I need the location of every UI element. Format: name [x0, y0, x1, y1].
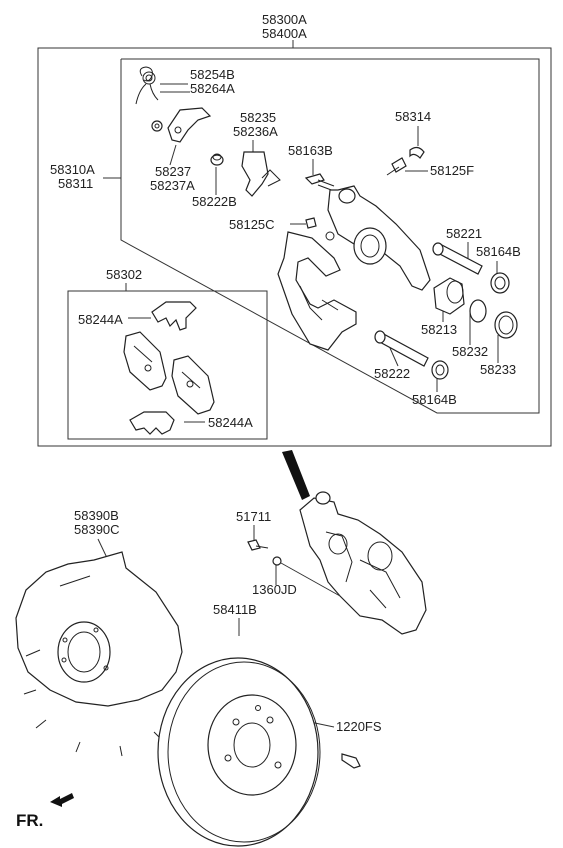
screw-58125C [305, 217, 317, 229]
piston-58213 [433, 277, 465, 315]
label-58125C: 58125C [229, 217, 275, 232]
label-51711: 51711 [236, 509, 271, 524]
boot-58164B-upper [490, 272, 510, 294]
label-58232: 58232 [452, 344, 488, 359]
pad-clip-lower [129, 411, 175, 435]
label-58125F: 58125F [430, 163, 474, 178]
guide-pin-58221 [432, 242, 483, 275]
label-58411B: 58411B [213, 602, 257, 617]
caliper-assembly-box [37, 40, 552, 447]
assembled-caliper [299, 491, 427, 635]
bolt-58163B [304, 173, 335, 192]
label-58163B: 58163B [288, 143, 333, 158]
label-58221: 58221 [446, 226, 482, 241]
front-arrow-icon [50, 793, 74, 807]
dust-shield-58390B [15, 551, 183, 757]
label-1220FS: 1220FS [336, 719, 382, 734]
spring-58254B [135, 66, 159, 105]
brake-pad-right [171, 355, 215, 415]
label-58235: 58235 [240, 110, 276, 125]
label-58254B: 58254B [190, 67, 235, 82]
seal-58232 [469, 299, 487, 323]
front-direction-label: FR. [16, 811, 43, 830]
label-58213: 58213 [421, 322, 457, 337]
caliper-housing [325, 185, 431, 291]
screw-1220FS [341, 753, 361, 769]
caliper-bracket [277, 231, 357, 351]
label-58164B-upper: 58164B [476, 244, 521, 259]
boot-58233 [494, 311, 518, 339]
label-58400A: 58400A [262, 26, 307, 41]
label-58237A: 58237A [150, 178, 195, 193]
pad-clip-upper [151, 301, 197, 331]
label-58310A: 58310A [50, 162, 95, 177]
guide-pin-58222 [374, 330, 429, 367]
label-58264A: 58264A [190, 81, 235, 96]
boot-58164B-lower [431, 360, 449, 380]
label-58236A: 58236A [233, 124, 278, 139]
label-58222: 58222 [374, 366, 410, 381]
bleeder-58125F [386, 157, 407, 176]
nut-58237 [151, 120, 163, 132]
label-1360JD: 1360JD [252, 582, 297, 597]
label-58222B: 58222B [192, 194, 237, 209]
bracket-58235 [241, 151, 281, 197]
label-58244A-upper: 58244A [78, 312, 123, 327]
label-58233: 58233 [480, 362, 516, 377]
cap-58222B [210, 153, 224, 166]
bolt-51711 [247, 539, 269, 551]
label-58314: 58314 [395, 109, 431, 124]
assembly-arrow [282, 450, 310, 500]
label-58390C: 58390C [74, 522, 120, 537]
label-58244A-lower: 58244A [208, 415, 253, 430]
cap-58314 [409, 146, 425, 159]
washer-1360JD [272, 556, 282, 566]
label-58164B-lower: 58164B [412, 392, 457, 407]
label-58302: 58302 [106, 267, 142, 282]
brake-pad-left [123, 331, 167, 391]
label-58300A: 58300A [262, 12, 307, 27]
label-58390B: 58390B [74, 508, 119, 523]
label-58311: 58311 [58, 176, 93, 191]
label-58237: 58237 [155, 164, 191, 179]
brake-rotor-58411B [157, 657, 321, 847]
leader-washer-caliper [280, 562, 341, 597]
clip-58237A [167, 107, 212, 143]
